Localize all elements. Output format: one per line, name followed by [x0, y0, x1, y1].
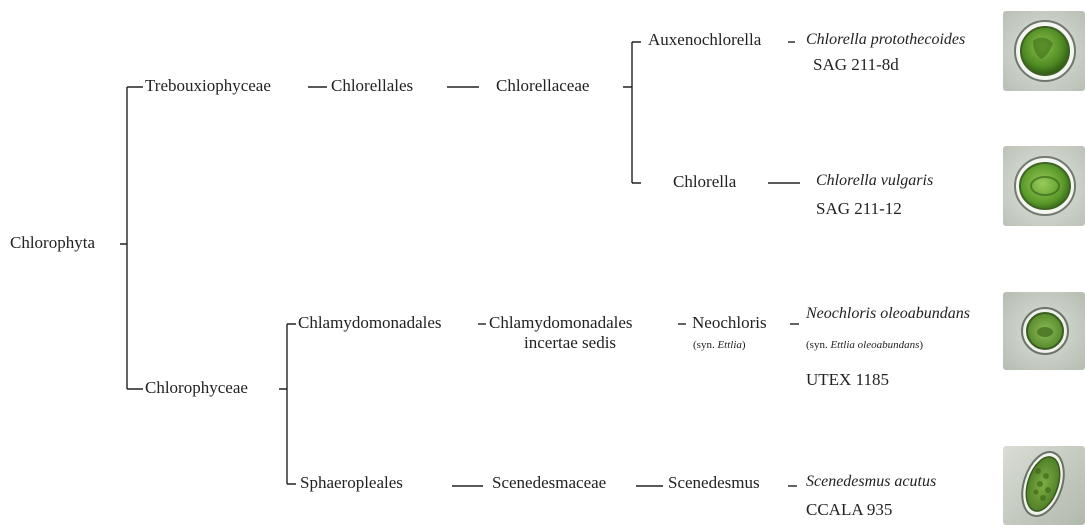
node-class-trebouxiophyceae: Trebouxiophyceae [145, 76, 271, 96]
node-genus-auxenochlorella: Auxenochlorella [648, 30, 761, 50]
algae-cell-photo [1003, 446, 1085, 525]
node-family-incertae-sedis: incertae sedis [524, 333, 616, 353]
node-genus-chlorella: Chlorella [673, 172, 736, 192]
species-name: Scenedesmus acutus [806, 472, 936, 492]
algae-cell-photo [1003, 146, 1085, 226]
species-name: Chlorella protothecoides [806, 30, 965, 50]
strain-id: SAG 211-8d [813, 55, 899, 75]
class-order-bracket [279, 324, 296, 484]
species-name: Chlorella vulgaris [816, 171, 933, 191]
node-phylum: Chlorophyta [10, 233, 95, 253]
synonym-genus: Ettlia [717, 339, 741, 351]
node-order-sphaeropleales: Sphaeropleales [300, 473, 403, 493]
root-branch-line [120, 87, 143, 389]
node-order-chlamydomonadales: Chlamydomonadales [298, 313, 442, 333]
node-genus-neochloris: Neochloris [692, 313, 767, 333]
synonym-name: Ettlia oleoabundans [830, 339, 919, 351]
synonym-prefix: (syn. [693, 339, 717, 351]
node-order-chlorellales: Chlorellales [331, 76, 413, 96]
species-name: Neochloris oleoabundans [806, 304, 970, 324]
node-genus-scenedesmus: Scenedesmus [668, 473, 760, 493]
family-genus-bracket [623, 42, 641, 183]
strain-id: SAG 211-12 [816, 199, 902, 219]
node-family-scenedesmaceae: Scenedesmaceae [492, 473, 606, 493]
species-synonym: (syn. Ettlia oleoabundans) [806, 338, 923, 352]
node-genus-synonym: (syn. Ettlia) [693, 338, 746, 352]
synonym-suffix: ) [742, 339, 746, 351]
synonym-suffix: ) [919, 339, 923, 351]
node-family-chlorellaceae: Chlorellaceae [496, 76, 589, 96]
strain-id: UTEX 1185 [806, 370, 889, 390]
algae-cell-photo [1003, 11, 1085, 91]
strain-id: CCALA 935 [806, 500, 892, 520]
node-class-chlorophyceae: Chlorophyceae [145, 378, 248, 398]
synonym-prefix: (syn. [806, 339, 830, 351]
node-family-chlamydomonadales: Chlamydomonadales [489, 313, 633, 333]
algae-cell-photo [1003, 292, 1085, 370]
